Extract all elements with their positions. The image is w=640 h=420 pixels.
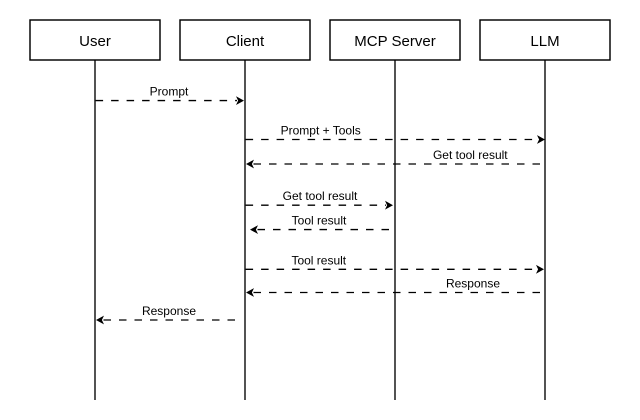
svg-text:Prompt: Prompt (150, 85, 189, 99)
svg-text:Response: Response (446, 277, 500, 291)
svg-text:Tool result: Tool result (291, 253, 346, 267)
svg-text:Tool result: Tool result (292, 214, 347, 228)
svg-text:User: User (79, 33, 111, 50)
svg-text:MCP Server: MCP Server (354, 33, 435, 50)
svg-text:Get tool result: Get tool result (283, 189, 358, 203)
svg-text:Get tool result: Get tool result (433, 148, 508, 162)
svg-text:LLM: LLM (530, 33, 559, 50)
svg-text:Response: Response (142, 304, 196, 318)
svg-text:Prompt + Tools: Prompt + Tools (281, 124, 361, 138)
svg-text:Client: Client (226, 33, 265, 50)
